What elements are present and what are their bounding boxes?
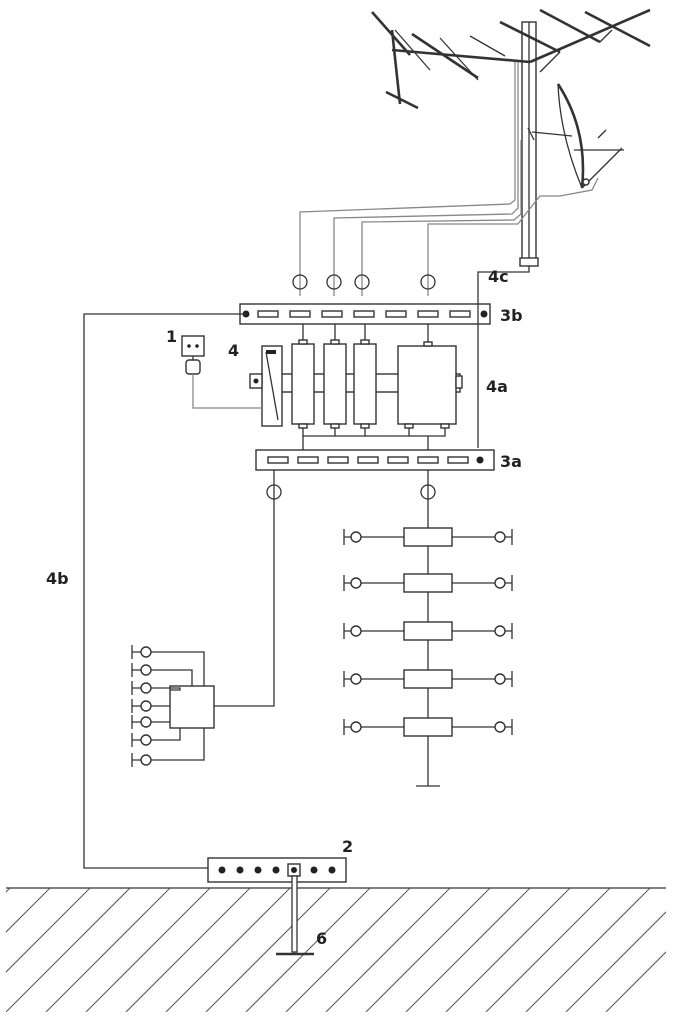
label-component-bus: 4a	[486, 377, 508, 396]
tap-off-chain	[343, 470, 513, 787]
star-distributor	[131, 470, 275, 767]
cable-loop-icons	[292, 274, 436, 290]
ground-rod	[276, 875, 314, 956]
satellite-dish	[527, 83, 624, 189]
mast-ground-wire	[477, 266, 530, 448]
grounding-rail-lower	[255, 449, 495, 471]
antenna-cables	[299, 62, 599, 296]
component-bus-group	[249, 324, 463, 450]
tap-off-unit	[343, 527, 513, 547]
main-ground-wire	[83, 313, 246, 869]
tap-off-unit	[343, 717, 513, 737]
cable-loop-icons-lower	[266, 484, 436, 500]
label-rail-upper: 3b	[500, 306, 523, 325]
label-ground-bar: 2	[342, 837, 353, 856]
tap-off-unit	[343, 573, 513, 593]
label-ground-wire: 4b	[46, 569, 69, 588]
label-mast-ground-wire: 4c	[488, 267, 509, 286]
tap-off-unit	[343, 621, 513, 641]
power-outlet	[181, 335, 262, 409]
label-rail-lower: 3a	[500, 452, 522, 471]
label-ground-rod: 6	[316, 929, 327, 948]
equipotential-bar	[207, 857, 347, 883]
yagi-antenna	[371, 8, 651, 110]
tap-off-unit	[343, 669, 513, 689]
label-amplifier: 4	[228, 341, 239, 360]
label-outlet: 1	[166, 327, 177, 346]
ground-hatching	[6, 887, 666, 1012]
power-plug	[185, 359, 201, 375]
grounding-rail-upper	[239, 303, 491, 325]
